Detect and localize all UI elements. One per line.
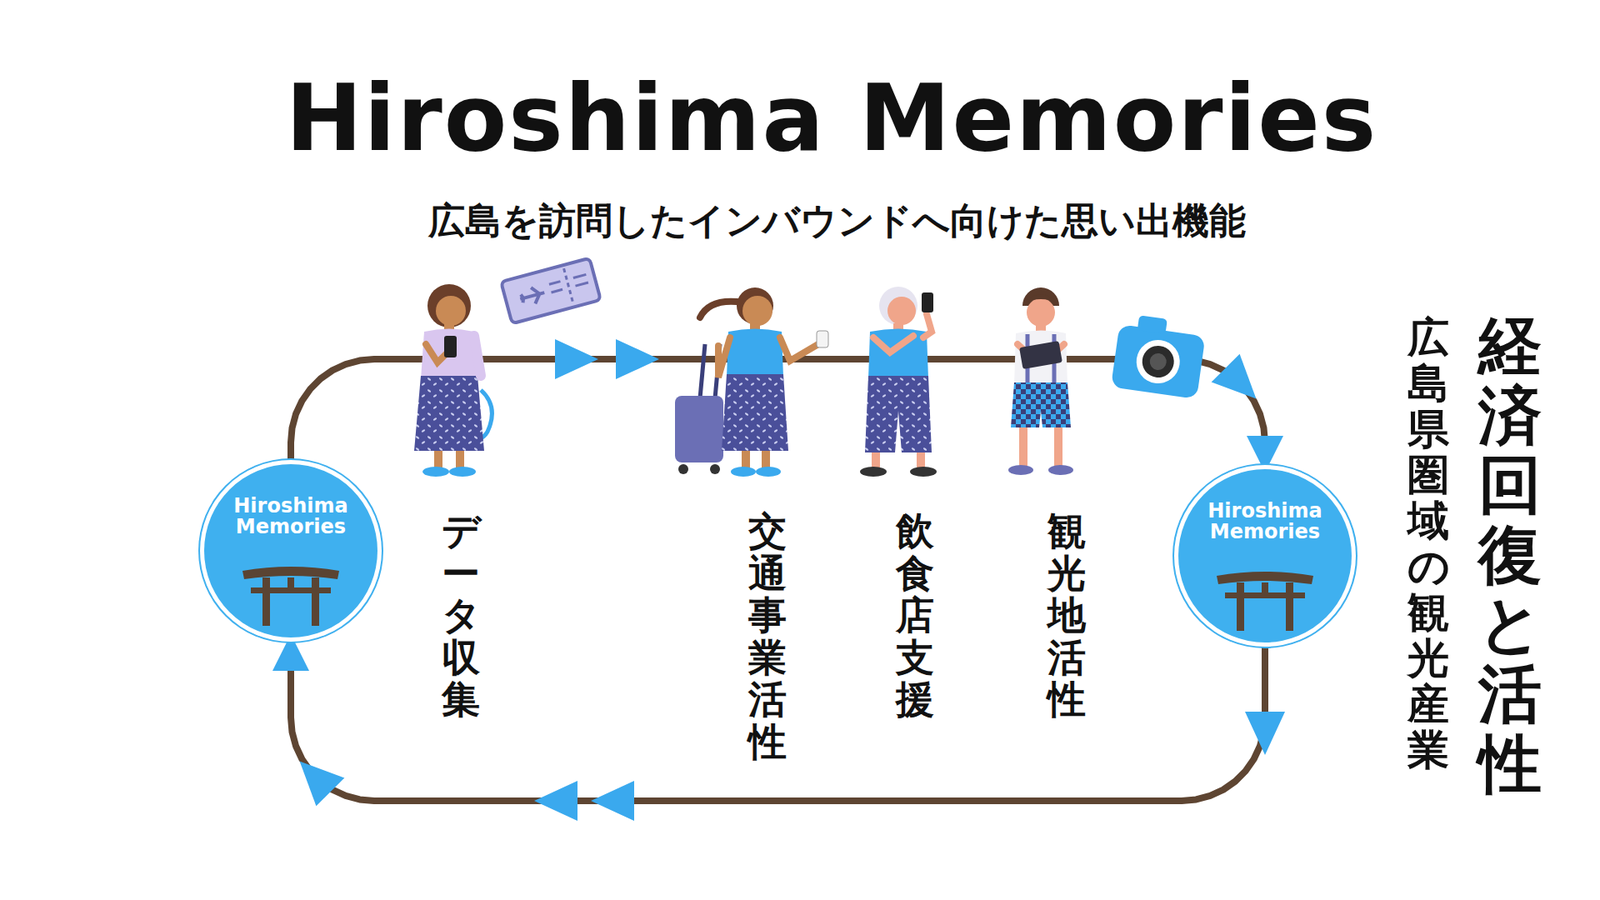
diagram-title: Hiroshima Memories bbox=[285, 68, 1379, 170]
side-heading: 広島県圏域の観光産業 bbox=[1407, 315, 1450, 774]
stage-label: 飲食店支援 bbox=[895, 510, 935, 721]
stage-label: 観光地活性 bbox=[1047, 510, 1086, 721]
subtitle: 広島を訪問したインバウンドへ向けた思い出機能 bbox=[428, 196, 1246, 246]
tourist-figure bbox=[675, 287, 829, 477]
tourist-figure bbox=[860, 286, 937, 477]
ticket-icon bbox=[500, 258, 601, 325]
torii-icon bbox=[204, 464, 378, 638]
camera-icon bbox=[1110, 312, 1208, 400]
side-heading: 経済回復と活性 bbox=[1478, 310, 1542, 799]
stage-label: 交通事業活性 bbox=[748, 510, 787, 764]
flow-arrows bbox=[285, 339, 1285, 821]
torii-icon bbox=[1178, 469, 1352, 643]
tourist-figure bbox=[414, 284, 492, 477]
logo-circle: Hiroshima Memories bbox=[1178, 469, 1352, 643]
logo-text: Hiroshima Memories bbox=[1194, 500, 1336, 543]
logo-text: Hiroshima Memories bbox=[220, 495, 362, 538]
logo-circle: Hiroshima Memories bbox=[204, 464, 378, 638]
stage-label: データ収集 bbox=[441, 510, 480, 721]
tourist-figure bbox=[1008, 287, 1074, 475]
